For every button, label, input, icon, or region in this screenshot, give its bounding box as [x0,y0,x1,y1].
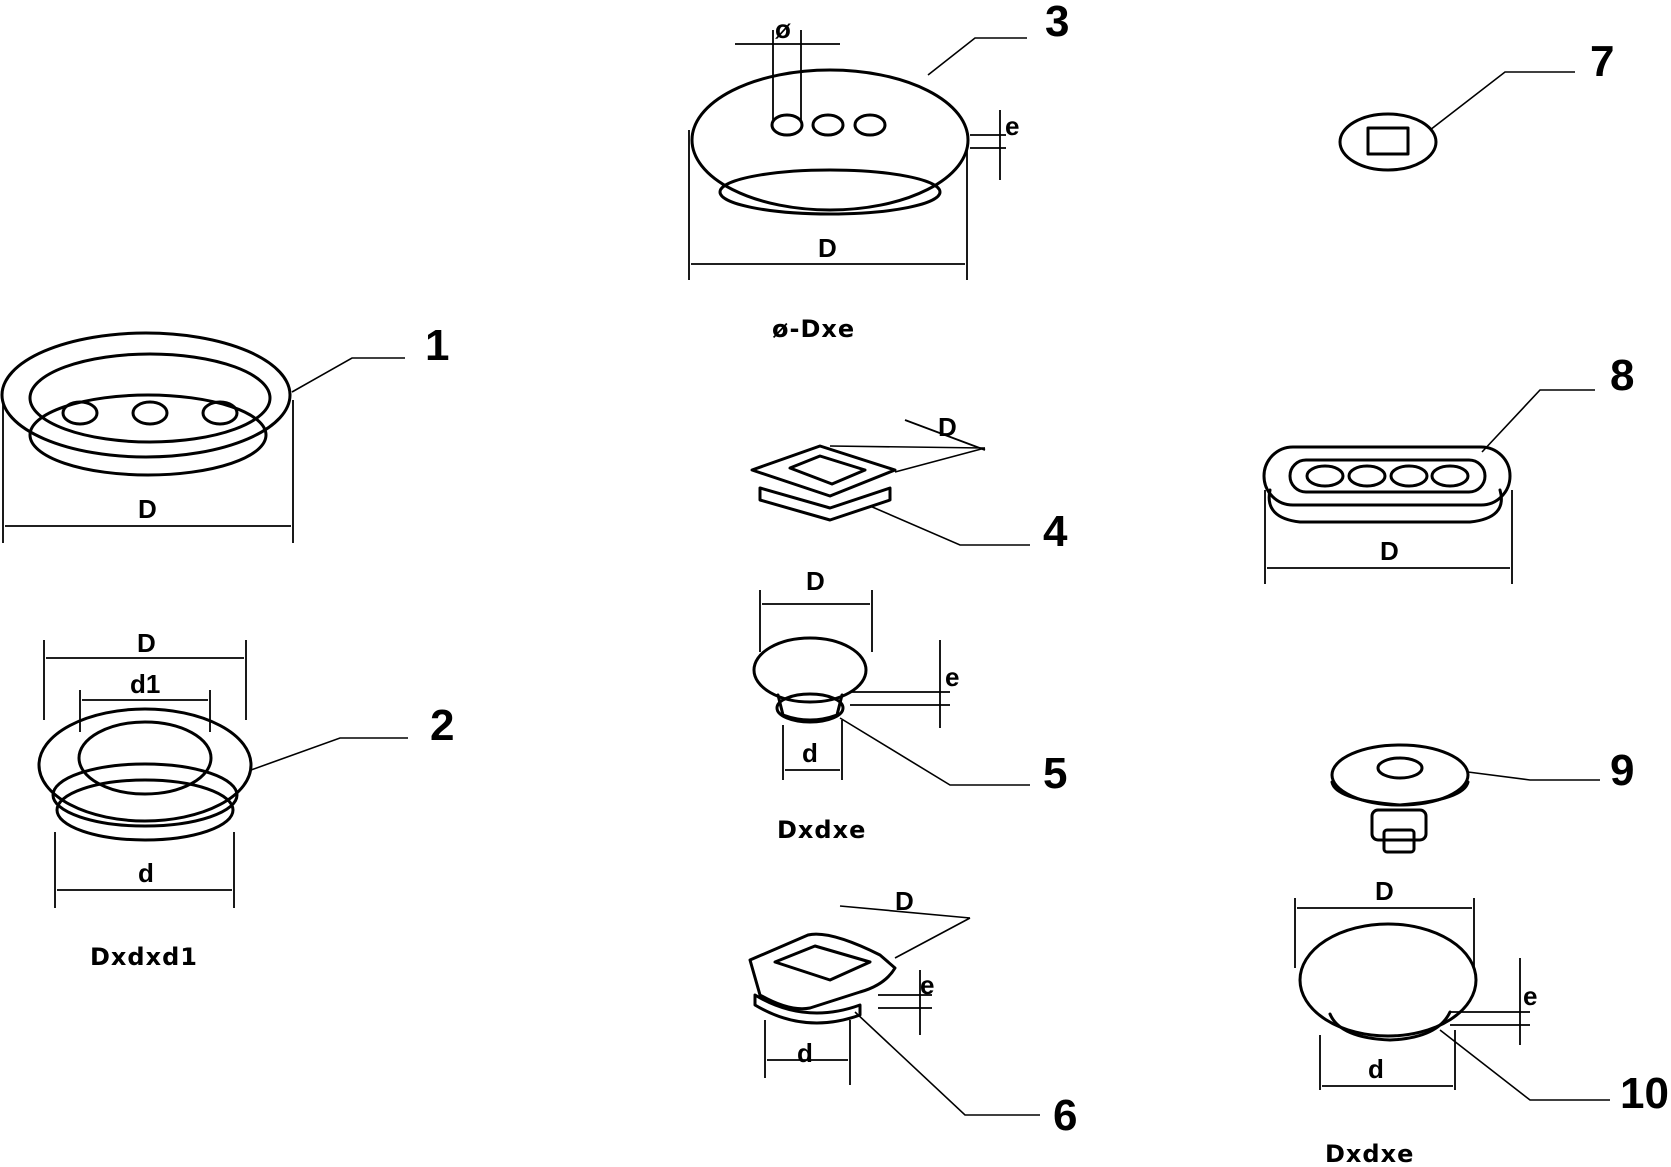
dim-D-item4: D [938,412,957,442]
dim-d-item2: d [138,858,154,888]
dim-D-item1: D [138,494,157,524]
dim-e-item5: e [945,662,959,692]
caption-item2: Dxdxd1 [90,943,198,971]
callout-4: 4 [1043,507,1068,556]
grommet-item-4 [750,419,1030,546]
grommet-item-5 [752,590,1030,786]
caption-item5: Dxdxe [777,816,866,844]
callout-3: 3 [1045,0,1069,46]
grommet-item-1 [0,331,405,543]
callout-1: 1 [425,321,449,370]
dim-D-item6: D [895,886,914,916]
grommet-item-2 [37,640,408,908]
grommet-item-3 [688,30,1027,280]
callout-5: 5 [1043,749,1067,798]
dim-d-item10: d [1368,1054,1384,1084]
grommet-item-10 [1294,898,1610,1101]
callout-7: 7 [1590,37,1614,86]
grommet-item-7 [1338,71,1575,172]
dim-D-item10: D [1375,876,1394,906]
dim-D-item3: D [818,233,837,263]
dim-d-item5: d [802,738,818,768]
caption-item10: Dxdxe [1325,1140,1414,1167]
dim-D-item8: D [1380,536,1399,566]
dim-d1-item2: d1 [130,669,160,699]
callout-6: 6 [1053,1091,1077,1140]
dim-D-item5: D [806,566,825,596]
grommet-item-9 [1330,743,1600,854]
grommet-item-6 [748,905,1040,1116]
dim-e-item6: e [920,970,934,1000]
dim-d-item6: d [797,1038,813,1068]
dim-e-item3: e [1005,111,1019,141]
callout-9: 9 [1610,746,1634,795]
caption-item3: ø-Dxe [772,315,855,343]
dim-phi-item3: ø [775,14,791,44]
dim-e-item10: e [1523,981,1537,1011]
grommet-item-8 [1262,389,1595,584]
callout-2: 2 [430,701,454,750]
callout-10: 10 [1620,1069,1669,1118]
dim-D-item2: D [137,628,156,658]
callout-8: 8 [1610,351,1634,400]
